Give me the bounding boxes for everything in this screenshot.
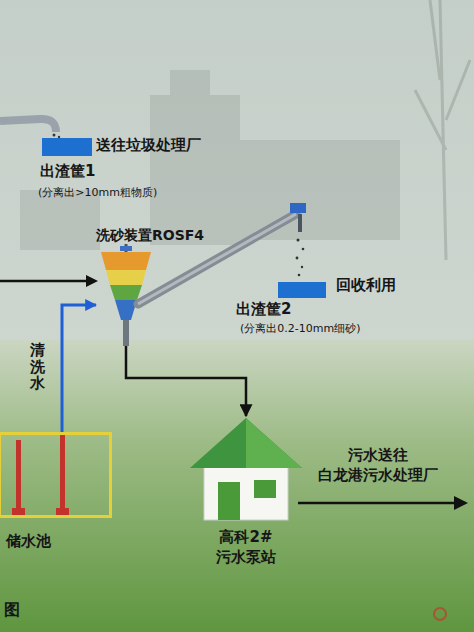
destination-label: 送往垃圾处理厂 [96, 136, 201, 156]
tree-silhouette [415, 0, 470, 260]
node-note: (分离出0.2-10mm细砂) [240, 322, 382, 336]
pump-station: 高科2# 污水泵站 [188, 416, 304, 567]
inflow-arrowhead [86, 275, 98, 287]
sand-washer: 洗砂装置ROSF4 [96, 226, 220, 346]
pump-symbols [12, 432, 69, 516]
inflow-line [0, 280, 88, 283]
watermark-logo [434, 608, 446, 620]
tank-outline [0, 432, 112, 518]
basket-box [42, 138, 92, 156]
node-title: 出渣筐2 [236, 300, 382, 320]
destination-label: 回收利用 [336, 276, 396, 296]
basket-box [278, 282, 326, 298]
sewage-line [126, 346, 246, 416]
node-title: 储水池 [6, 532, 112, 552]
node-title: 出渣筐1 [40, 162, 226, 182]
building-silhouette [20, 70, 400, 250]
node-title: 洗砂装置ROSF4 [96, 226, 220, 244]
outflow-label: 污水送往 白龙港污水处理厂 [312, 446, 444, 485]
node-title: 高科2# 污水泵站 [206, 528, 286, 567]
wash-water-pipe [62, 305, 96, 432]
figure-label: 图 [4, 600, 20, 621]
outflow-arrowhead [454, 496, 468, 510]
outlet-pipe [0, 119, 56, 132]
grass-ground [0, 340, 474, 632]
outflow-line [298, 502, 456, 505]
storage-tank: 储水池 [0, 432, 112, 552]
house-icon [188, 416, 304, 522]
node-note: (分离出>10mm粗物质) [38, 186, 226, 200]
edge-label: 清洗水 [30, 342, 45, 392]
